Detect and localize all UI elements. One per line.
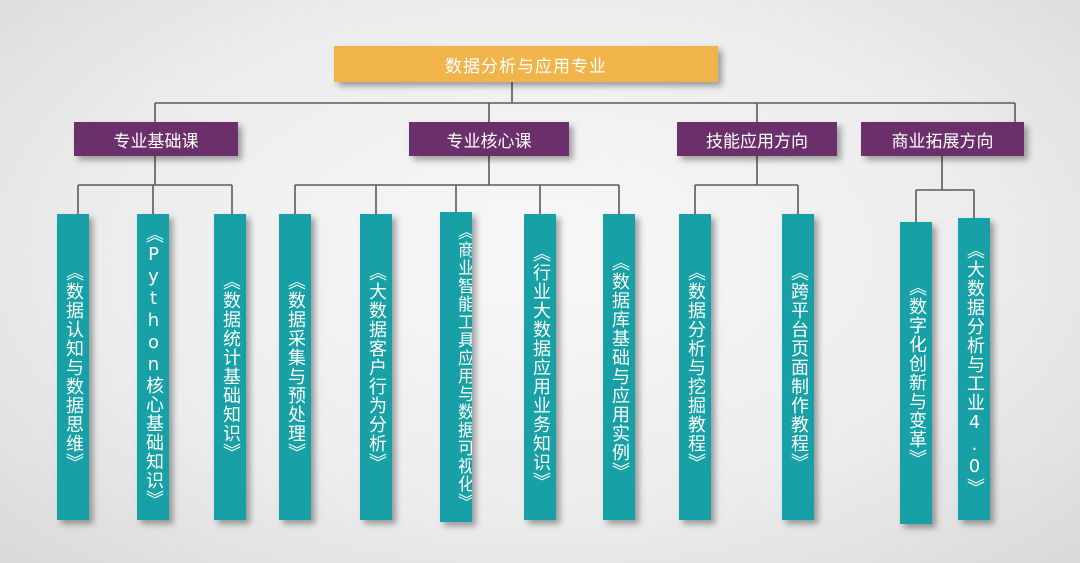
course-node: 《数据采集与预处理》 bbox=[279, 214, 311, 520]
course-node: 《数据认知与数据思维》 bbox=[57, 214, 89, 520]
course-node: 《数据分析与挖掘教程》 bbox=[679, 214, 711, 520]
course-node: 《行业大数据应用业务知识》 bbox=[524, 214, 556, 520]
category-node-skill: 技能应用方向 bbox=[677, 122, 837, 156]
course-node: 《数字化创新与变革》 bbox=[900, 222, 932, 524]
course-node: 《数据库基础与应用实例》 bbox=[603, 214, 635, 520]
category-node-core: 专业核心课 bbox=[409, 122, 569, 156]
course-node: 《大数据分析与工业4.0》 bbox=[958, 218, 990, 520]
category-node-business: 商业拓展方向 bbox=[861, 122, 1024, 156]
course-node: 《跨平台页面制作教程》 bbox=[782, 214, 814, 520]
course-node: 《Python核心基础知识》 bbox=[137, 214, 169, 520]
root-node: 数据分析与应用专业 bbox=[334, 46, 718, 82]
course-node: 《数据统计基础知识》 bbox=[214, 214, 246, 520]
category-node-foundation: 专业基础课 bbox=[74, 122, 238, 156]
course-node: 《大数据客户行为分析》 bbox=[360, 214, 392, 520]
course-node: 《商业智能工具应用与数据可视化》 bbox=[440, 212, 472, 522]
